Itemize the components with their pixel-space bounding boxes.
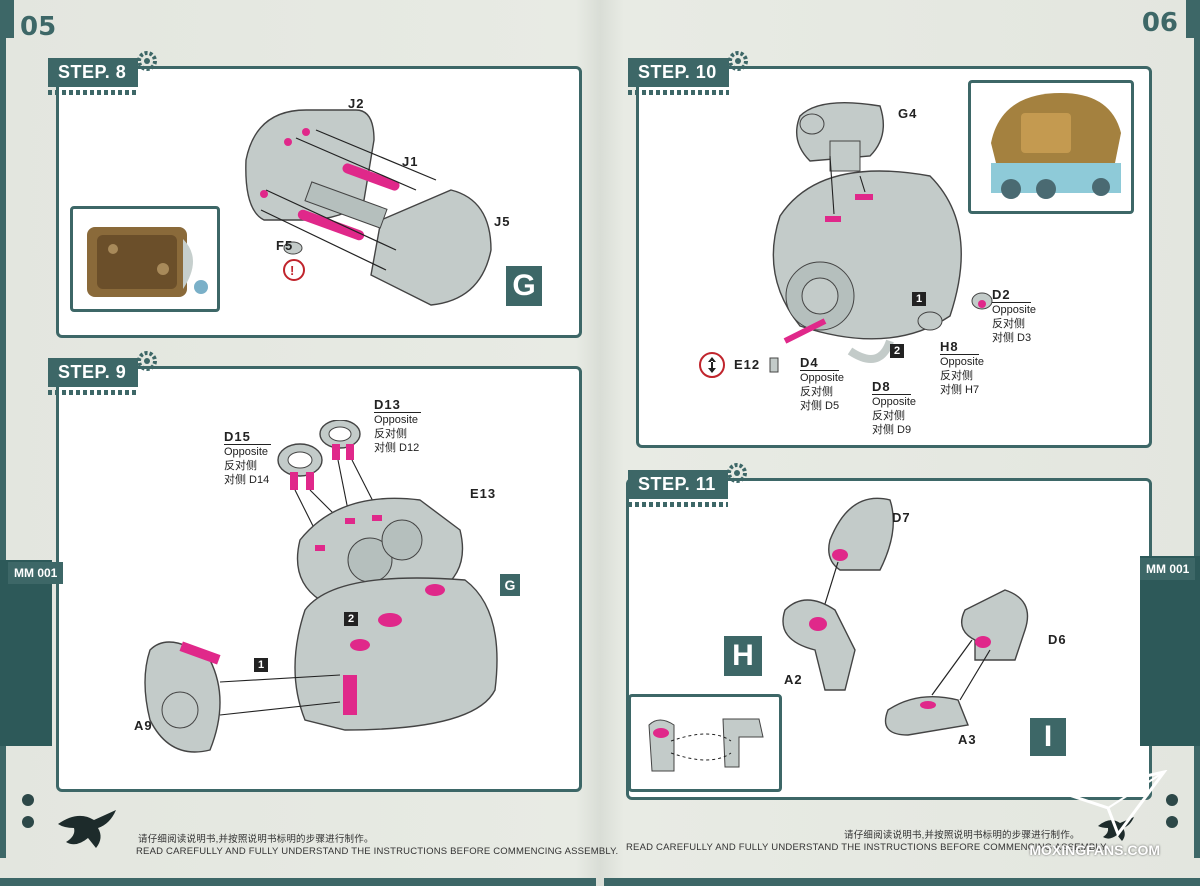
label-a2: A2: [784, 672, 803, 687]
top-left-bar: [0, 0, 14, 38]
label-f5: F5: [276, 238, 294, 253]
step9-diagram: [144, 420, 498, 753]
side-tab-left: MM 001: [8, 562, 64, 584]
note-d4: D4 Opposite 反对侧 对侧 D5: [800, 356, 844, 413]
note-d8-code: D8: [872, 380, 911, 395]
bottom-band-left: [0, 878, 596, 886]
page-number-right: 06: [1141, 8, 1178, 38]
footer-left: 请仔细阅读说明书,并按照说明书标明的步骤进行制作。 READ CAREFULLY…: [136, 834, 618, 858]
note-d15-cn: 反对侧: [224, 460, 257, 472]
bottom-band-right: [604, 878, 1200, 886]
step10-photo: [991, 93, 1121, 199]
label-j2: J2: [348, 96, 365, 111]
step11-detail: [648, 718, 764, 772]
label-g4: G4: [898, 106, 918, 121]
right-side-strip: [1140, 556, 1200, 746]
note-d2-code: D2: [992, 288, 1031, 303]
step11-detail-inset: [628, 694, 782, 792]
gear-icon: [137, 351, 158, 371]
note-h8-opp: 对侧 H7: [940, 384, 980, 396]
step11-tag: STEP. 11: [628, 463, 747, 507]
side-tab-right: MM 001: [1140, 558, 1196, 580]
note-d15-en: Opposite: [224, 446, 269, 458]
step10-title: STEP. 10: [638, 62, 717, 82]
label-j1: J1: [402, 154, 419, 169]
step8-diagram: !: [245, 109, 492, 306]
note-d2: D2 Opposite 反对侧 对侧 D3: [992, 288, 1036, 345]
step10-tag: STEP. 10: [628, 51, 748, 95]
site-watermark: MOXINGFANS.COM: [1029, 842, 1160, 858]
label-j5: J5: [494, 214, 511, 229]
paper-plane-icon: [1064, 770, 1168, 838]
note-d13-opp: 对侧 D12: [374, 442, 420, 454]
note-h8-en: Opposite: [940, 356, 985, 368]
note-d2-en: Opposite: [992, 304, 1037, 316]
gear-icon: [137, 51, 158, 71]
svg-text:!: !: [290, 263, 294, 278]
step9-title: STEP. 9: [58, 362, 127, 382]
step11-title: STEP. 11: [638, 474, 716, 494]
rotate-marker-icon: [699, 352, 725, 378]
note-d8: D8 Opposite 反对侧 对侧 D9: [872, 380, 916, 437]
step11-letter-h: H: [724, 636, 762, 676]
note-h8: H8 Opposite 反对侧 对侧 H7: [940, 340, 984, 397]
right-spine: [1194, 38, 1200, 858]
step9-step-2: 2: [344, 612, 358, 626]
note-d2-cn: 反对侧: [992, 318, 1025, 330]
note-h8-cn: 反对侧: [940, 370, 973, 382]
footer-right: 请仔细阅读说明书,并按照说明书标明的步骤进行制作。 READ CAREFULLY…: [626, 830, 1108, 854]
step10-photo-inset: [968, 80, 1134, 214]
note-d15-opp: 对侧 D14: [224, 474, 270, 486]
label-d6: D6: [1048, 632, 1067, 647]
footer-left-en: READ CAREFULLY AND FULLY UNDERSTAND THE …: [136, 846, 619, 857]
note-d4-cn: 反对侧: [800, 386, 833, 398]
step10-diagram: [769, 102, 993, 373]
note-d2-opp: 对侧 D3: [992, 332, 1032, 344]
note-d13-cn: 反对侧: [374, 428, 407, 440]
step8-photo: [87, 227, 208, 297]
step8-letter-g: G: [506, 266, 542, 306]
step11-diagram: [782, 497, 1029, 736]
step9-letter-g: G: [500, 574, 520, 596]
label-a3: A3: [958, 732, 977, 747]
label-e13: E13: [470, 486, 497, 501]
note-d4-en: Opposite: [800, 372, 845, 384]
step8-photo-inset: [70, 206, 220, 312]
note-d15: D15 Opposite 反对侧 对侧 D14: [224, 430, 271, 487]
note-d4-code: D4: [800, 356, 839, 371]
left-spine: [0, 38, 6, 858]
brand-logo-icon: [58, 810, 116, 848]
note-d13-code: D13: [374, 398, 421, 413]
note-d4-opp: 对侧 D5: [800, 400, 840, 412]
step8-tag: STEP. 8: [48, 51, 158, 95]
left-decor-dots: [22, 794, 34, 838]
step11-letter-i: I: [1030, 718, 1066, 756]
footer-left-cn: 请仔细阅读说明书,并按照说明书标明的步骤进行制作。: [138, 834, 374, 845]
note-d8-cn: 反对侧: [872, 410, 905, 422]
note-d8-en: Opposite: [872, 396, 917, 408]
label-a9: A9: [134, 718, 153, 733]
note-d8-opp: 对侧 D9: [872, 424, 912, 436]
step8-title: STEP. 8: [58, 62, 127, 82]
page-number-left: 05: [20, 12, 57, 42]
note-d13-en: Opposite: [374, 414, 419, 426]
gear-icon: [727, 51, 748, 71]
step9-step-1: 1: [254, 658, 268, 672]
top-right-bar: [1186, 0, 1200, 38]
step10-step-2: 2: [890, 344, 904, 358]
left-side-strip: [0, 560, 52, 746]
note-d13: D13 Opposite 反对侧 对侧 D12: [374, 398, 421, 455]
right-decor-dots: [1166, 794, 1178, 838]
label-e12: E12: [734, 357, 761, 372]
footer-right-cn: 请仔细阅读说明书,并按照说明书标明的步骤进行制作。: [844, 830, 1080, 841]
step9-tag: STEP. 9: [48, 351, 158, 395]
gear-icon: [726, 463, 747, 483]
footer-right-en: READ CAREFULLY AND FULLY UNDERSTAND THE …: [626, 842, 1109, 853]
label-d7: D7: [892, 510, 911, 525]
note-h8-code: H8: [940, 340, 979, 355]
step10-step-1: 1: [912, 292, 926, 306]
